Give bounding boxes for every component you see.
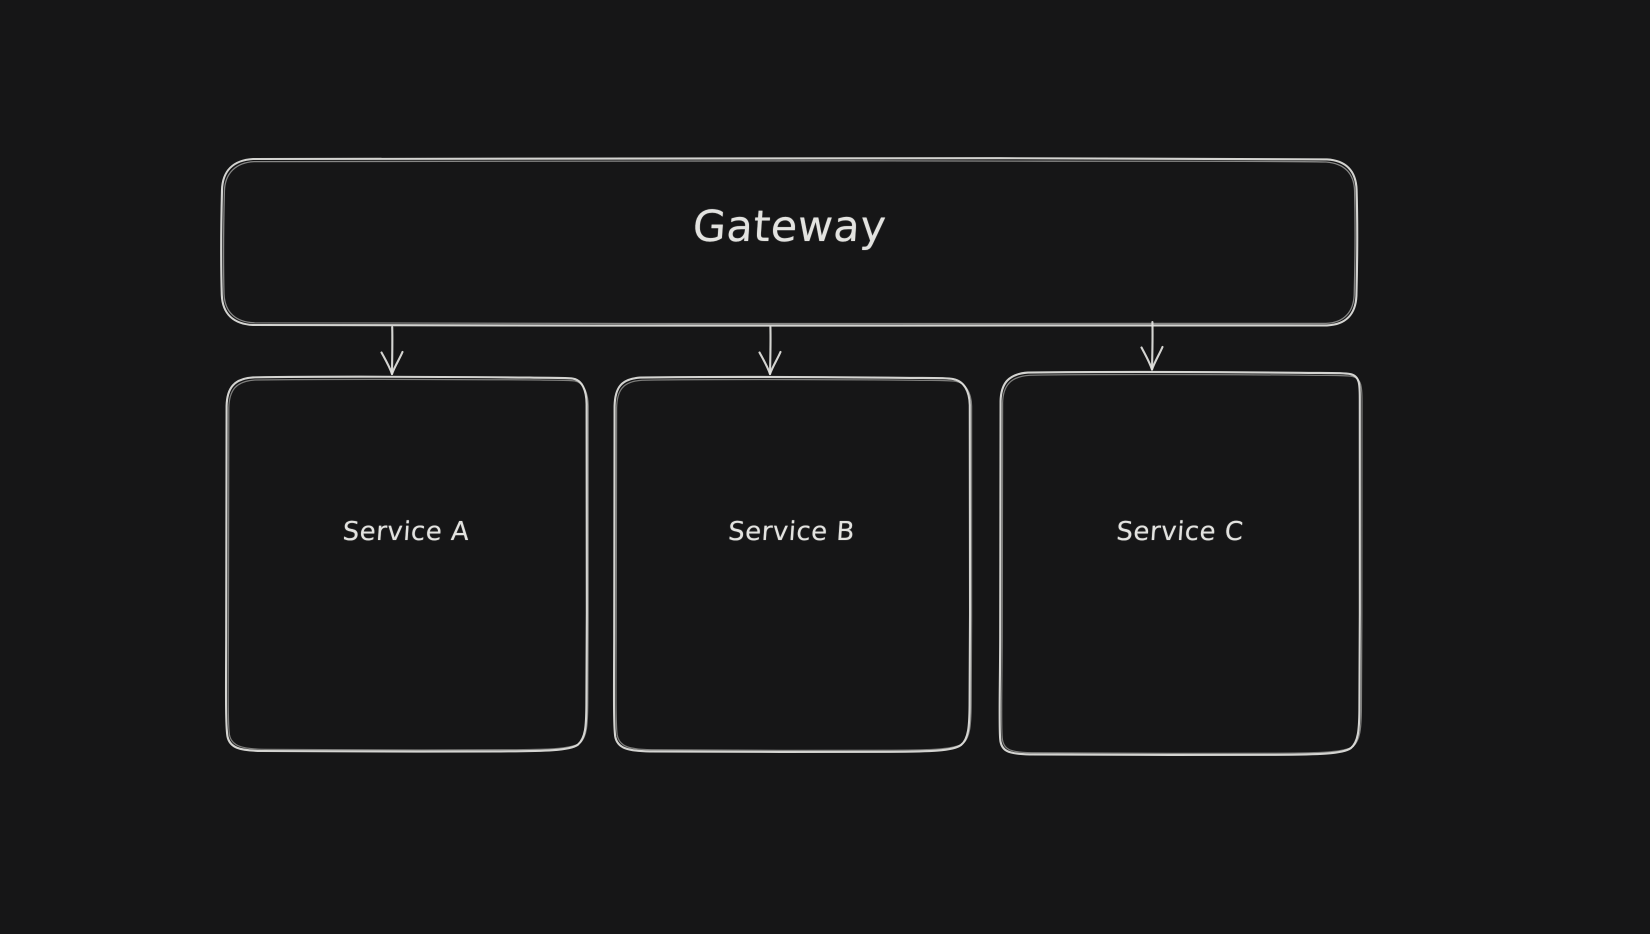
node-service-b[interactable] (612, 375, 973, 754)
arrowhead-icon (380, 351, 394, 376)
edge-gateway-service-b[interactable] (758, 325, 782, 376)
service-b-box-outline (612, 375, 972, 754)
edge-line (768, 325, 772, 375)
arrowhead-icon-right (1150, 345, 1164, 371)
arrowhead-icon-right (390, 350, 404, 376)
arrowhead-icon (1140, 346, 1154, 371)
node-service-c[interactable] (998, 370, 1363, 757)
service-c-box-outline-sketch (1000, 373, 1363, 754)
service-a-box-outline-sketch (227, 378, 590, 751)
edge-line (1150, 320, 1154, 371)
service-b-box-outline-sketch (615, 378, 973, 751)
arrowhead-icon-right (768, 350, 782, 376)
gateway-box-outline-sketch (222, 159, 1356, 325)
node-service-a[interactable] (224, 375, 590, 753)
service-c-box-outline (998, 370, 1362, 757)
gateway-box-outline (220, 156, 1359, 328)
node-gateway[interactable] (220, 156, 1359, 328)
arrowhead-icon (758, 351, 772, 376)
service-a-box-outline (224, 375, 589, 753)
edge-gateway-service-a[interactable] (380, 325, 404, 376)
edge-gateway-service-c[interactable] (1140, 320, 1164, 371)
